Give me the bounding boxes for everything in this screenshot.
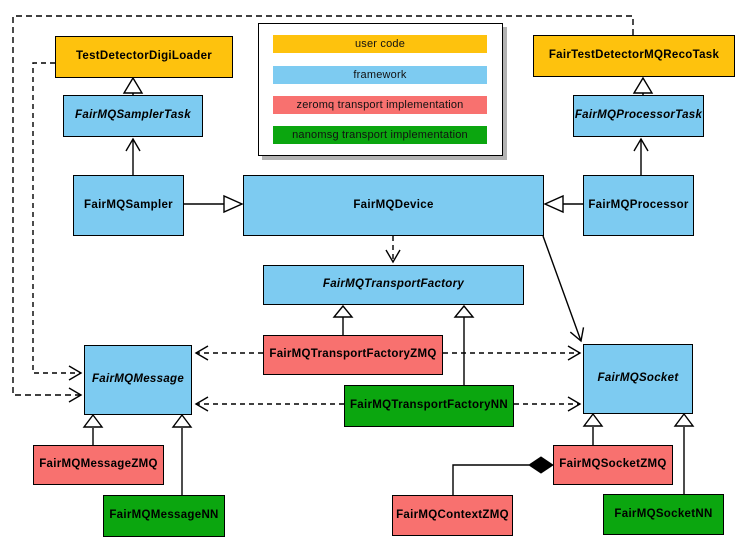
node-fairmqmessage: FairMQMessage — [84, 345, 192, 415]
node-fairmqsamplertask: FairMQSamplerTask — [63, 95, 203, 137]
hollow-triangle-icon — [82, 413, 104, 428]
edge-recotask-message — [12, 15, 634, 403]
node-fairmqprocessor: FairMQProcessor — [583, 175, 694, 236]
node-fairtestdetectormqrecotask: FairTestDetectorMQRecoTask — [533, 35, 735, 77]
node-fairmqsampler: FairMQSampler — [73, 175, 184, 236]
hollow-triangle-icon — [632, 76, 654, 94]
hollow-triangle-icon — [543, 194, 564, 214]
edge-device-socket — [542, 235, 585, 343]
legend-item-nanomsg: nanomsg transport implementation — [273, 126, 487, 144]
hollow-triangle-icon — [171, 413, 193, 428]
edge-digiloader-message — [32, 62, 83, 381]
node-fairmqsocket: FairMQSocket — [583, 344, 693, 414]
node-fairmqtransportfactorynn: FairMQTransportFactoryNN — [344, 385, 514, 427]
filled-diamond-icon — [528, 456, 554, 474]
node-testdetectordigiloader: TestDetectorDigiLoader — [55, 36, 233, 78]
legend-item-framework: framework — [273, 66, 487, 84]
node-fairmqcontextzmq: FairMQContextZMQ — [392, 495, 513, 536]
edge-contextzmq-socketzmq — [452, 464, 529, 495]
node-fairmqtransportfactoryzmq: FairMQTransportFactoryZMQ — [263, 335, 443, 375]
hollow-triangle-icon — [332, 304, 354, 318]
legend-box: user code framework zeromq transport imp… — [258, 23, 503, 156]
node-fairmqsocketzmq: FairMQSocketZMQ — [553, 445, 673, 485]
node-fairmqmessagenn: FairMQMessageNN — [103, 495, 225, 537]
hollow-triangle-icon — [122, 76, 144, 94]
node-fairmqtransportfactory: FairMQTransportFactory — [263, 265, 524, 305]
legend-item-zeromq: zeromq transport implementation — [273, 96, 487, 114]
legend-item-user-code: user code — [273, 35, 487, 53]
hollow-triangle-icon — [673, 412, 695, 427]
node-fairmqmessagezmq: FairMQMessageZMQ — [33, 445, 164, 485]
hollow-triangle-icon — [453, 304, 475, 318]
hollow-triangle-icon — [223, 194, 244, 214]
node-fairmqprocessortask: FairMQProcessorTask — [573, 95, 704, 137]
hollow-triangle-icon — [582, 412, 604, 427]
node-fairmqsocketnn: FairMQSocketNN — [603, 494, 724, 535]
node-fairmqdevice: FairMQDevice — [243, 175, 544, 236]
